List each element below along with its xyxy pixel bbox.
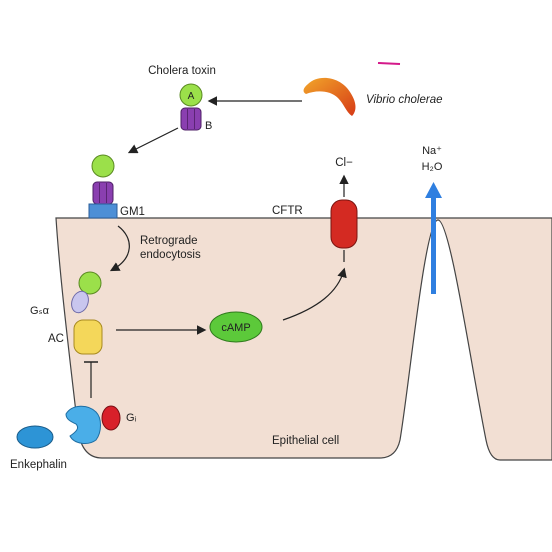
adenylate-cyclase <box>73 319 103 355</box>
camp-molecule <box>209 311 263 343</box>
gi-protein <box>101 405 121 431</box>
sodium-label: Na⁺ <box>422 145 442 157</box>
retrograde-label-line2: endocytosis <box>140 249 201 261</box>
toxin-a-label: A <box>188 91 195 102</box>
cftr-label: CFTR <box>272 205 303 217</box>
bound-toxin-b-subunit <box>92 181 114 205</box>
water-label: H₂O <box>422 161 443 173</box>
vibrio-cholerae-bacterium <box>303 77 356 116</box>
vibrio-cholerae-label: Vibrio cholerae <box>366 94 443 106</box>
toxin-to-gm1-arrow <box>127 127 179 154</box>
toxin-a-subunit <box>179 83 203 107</box>
gs-alpha-protein <box>71 290 89 314</box>
toxin-b-label: B <box>205 120 212 132</box>
enkephalin-label: Enkephalin <box>10 459 67 471</box>
gm1-receptor <box>88 203 118 219</box>
toxin-b-subunit <box>180 107 202 131</box>
chloride-label: Cl− <box>335 157 353 169</box>
camp-label: cAMP <box>221 322 250 334</box>
cftr-channel <box>330 199 358 249</box>
gm1-label: GM1 <box>120 206 145 218</box>
enkephalin-receptor <box>65 405 101 444</box>
enkephalin-molecule <box>16 425 54 449</box>
epithelial-cell-label: Epithelial cell <box>272 435 339 447</box>
retrograde-endocytosis-arrow <box>109 225 130 272</box>
cholera-toxin-label: Cholera toxin <box>148 65 216 77</box>
retrograde-label-line1: Retrograde <box>140 235 198 247</box>
gs-alpha-label: Gₛα <box>30 305 50 317</box>
camp-to-cftr-arrow <box>282 267 347 321</box>
gi-label: Gᵢ <box>126 412 137 424</box>
bound-toxin-a-subunit <box>91 154 115 178</box>
water-efflux-arrow <box>425 182 442 294</box>
magenta-mark <box>377 62 401 65</box>
internalized-toxin-a <box>78 271 102 295</box>
ac-label: AC <box>48 333 64 345</box>
